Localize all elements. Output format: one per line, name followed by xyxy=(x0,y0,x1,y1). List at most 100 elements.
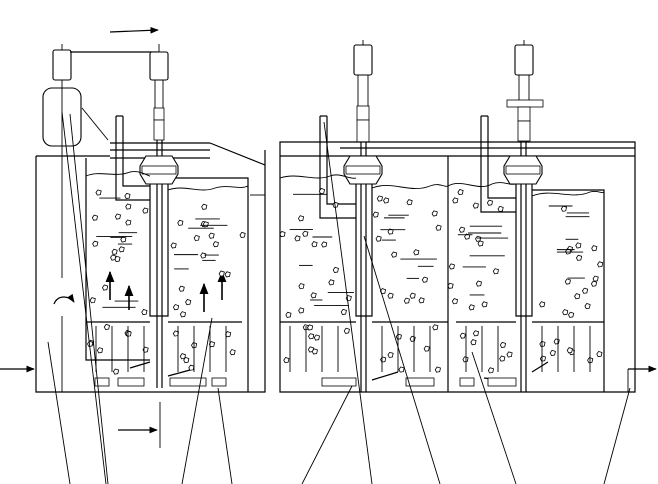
particle xyxy=(283,357,290,364)
particle xyxy=(575,254,583,261)
particle xyxy=(413,249,420,256)
particle xyxy=(477,240,484,247)
particle xyxy=(575,242,582,249)
particle xyxy=(179,311,187,318)
particle xyxy=(472,202,479,209)
left-tank-assembly xyxy=(0,44,266,448)
particle xyxy=(451,298,459,305)
particle xyxy=(89,297,96,304)
rotation-arrow-icon xyxy=(53,293,75,305)
particle xyxy=(279,230,286,238)
particle xyxy=(208,232,215,239)
suspended-particles xyxy=(87,188,604,375)
particle xyxy=(406,199,413,206)
particle xyxy=(177,219,184,226)
particle xyxy=(499,355,506,362)
particle xyxy=(553,338,560,345)
particle xyxy=(391,251,398,258)
particle xyxy=(592,275,599,282)
particle xyxy=(225,331,232,338)
right-tank-assembly xyxy=(279,40,657,393)
particle xyxy=(340,308,347,315)
particle xyxy=(307,324,314,331)
left-liquid-surface xyxy=(85,171,249,191)
particle xyxy=(311,241,318,248)
particle xyxy=(193,234,200,242)
particle xyxy=(376,195,383,202)
left-inner-column xyxy=(85,158,150,361)
leader-line-4 xyxy=(181,317,213,484)
leader-lines xyxy=(47,111,631,484)
particle xyxy=(311,348,318,355)
particle xyxy=(418,297,425,304)
particle xyxy=(179,353,186,360)
particle xyxy=(597,261,604,268)
particle xyxy=(183,356,190,364)
particle xyxy=(452,197,459,204)
particle xyxy=(568,311,575,318)
particle xyxy=(328,279,335,286)
particle xyxy=(294,235,301,242)
leader-line-10 xyxy=(603,387,631,484)
particle xyxy=(458,226,465,233)
motor-3 xyxy=(353,44,373,76)
particle xyxy=(188,364,195,371)
particle xyxy=(200,252,207,259)
particle xyxy=(434,366,441,373)
particle xyxy=(201,203,208,210)
particle xyxy=(298,307,305,314)
particle xyxy=(409,292,416,299)
particle xyxy=(403,297,410,304)
particle xyxy=(91,214,98,221)
bottom-zone-streaks xyxy=(95,326,591,372)
particle xyxy=(87,340,94,347)
particle xyxy=(239,231,246,239)
particle xyxy=(448,263,455,270)
leader-line-8 xyxy=(363,235,441,484)
particle xyxy=(96,347,104,354)
leader-line-5 xyxy=(217,387,233,484)
particle xyxy=(114,213,121,220)
motor-4 xyxy=(514,44,534,76)
particle xyxy=(590,280,598,287)
particle xyxy=(564,278,571,285)
left-tank-wall xyxy=(35,150,266,393)
particle xyxy=(125,330,132,337)
particle xyxy=(457,189,464,196)
particle xyxy=(431,210,438,217)
particle xyxy=(212,241,219,248)
particle xyxy=(421,276,428,283)
particle xyxy=(549,349,556,356)
particle xyxy=(435,224,442,231)
particle xyxy=(487,367,495,374)
particle xyxy=(539,355,547,362)
particle xyxy=(395,333,402,340)
particle xyxy=(298,283,305,290)
particle xyxy=(114,255,121,262)
particle xyxy=(111,248,118,255)
particle xyxy=(562,309,569,316)
leader-line-7 xyxy=(323,121,373,484)
particle xyxy=(285,311,292,318)
particle xyxy=(124,192,131,199)
particle xyxy=(343,327,350,334)
particle xyxy=(125,219,132,226)
particle xyxy=(308,333,315,340)
particle xyxy=(112,368,120,375)
particle xyxy=(387,351,394,358)
right-end-column xyxy=(515,180,533,317)
particle xyxy=(142,207,149,214)
particle xyxy=(398,366,405,373)
particle xyxy=(492,268,499,275)
particle xyxy=(318,188,325,195)
particle xyxy=(539,301,546,308)
particle xyxy=(409,335,416,342)
particle xyxy=(102,284,109,291)
particle xyxy=(591,245,598,252)
particle xyxy=(506,351,513,358)
particle xyxy=(596,350,603,358)
particle xyxy=(423,345,430,352)
particle xyxy=(481,301,488,308)
particle xyxy=(297,215,305,222)
